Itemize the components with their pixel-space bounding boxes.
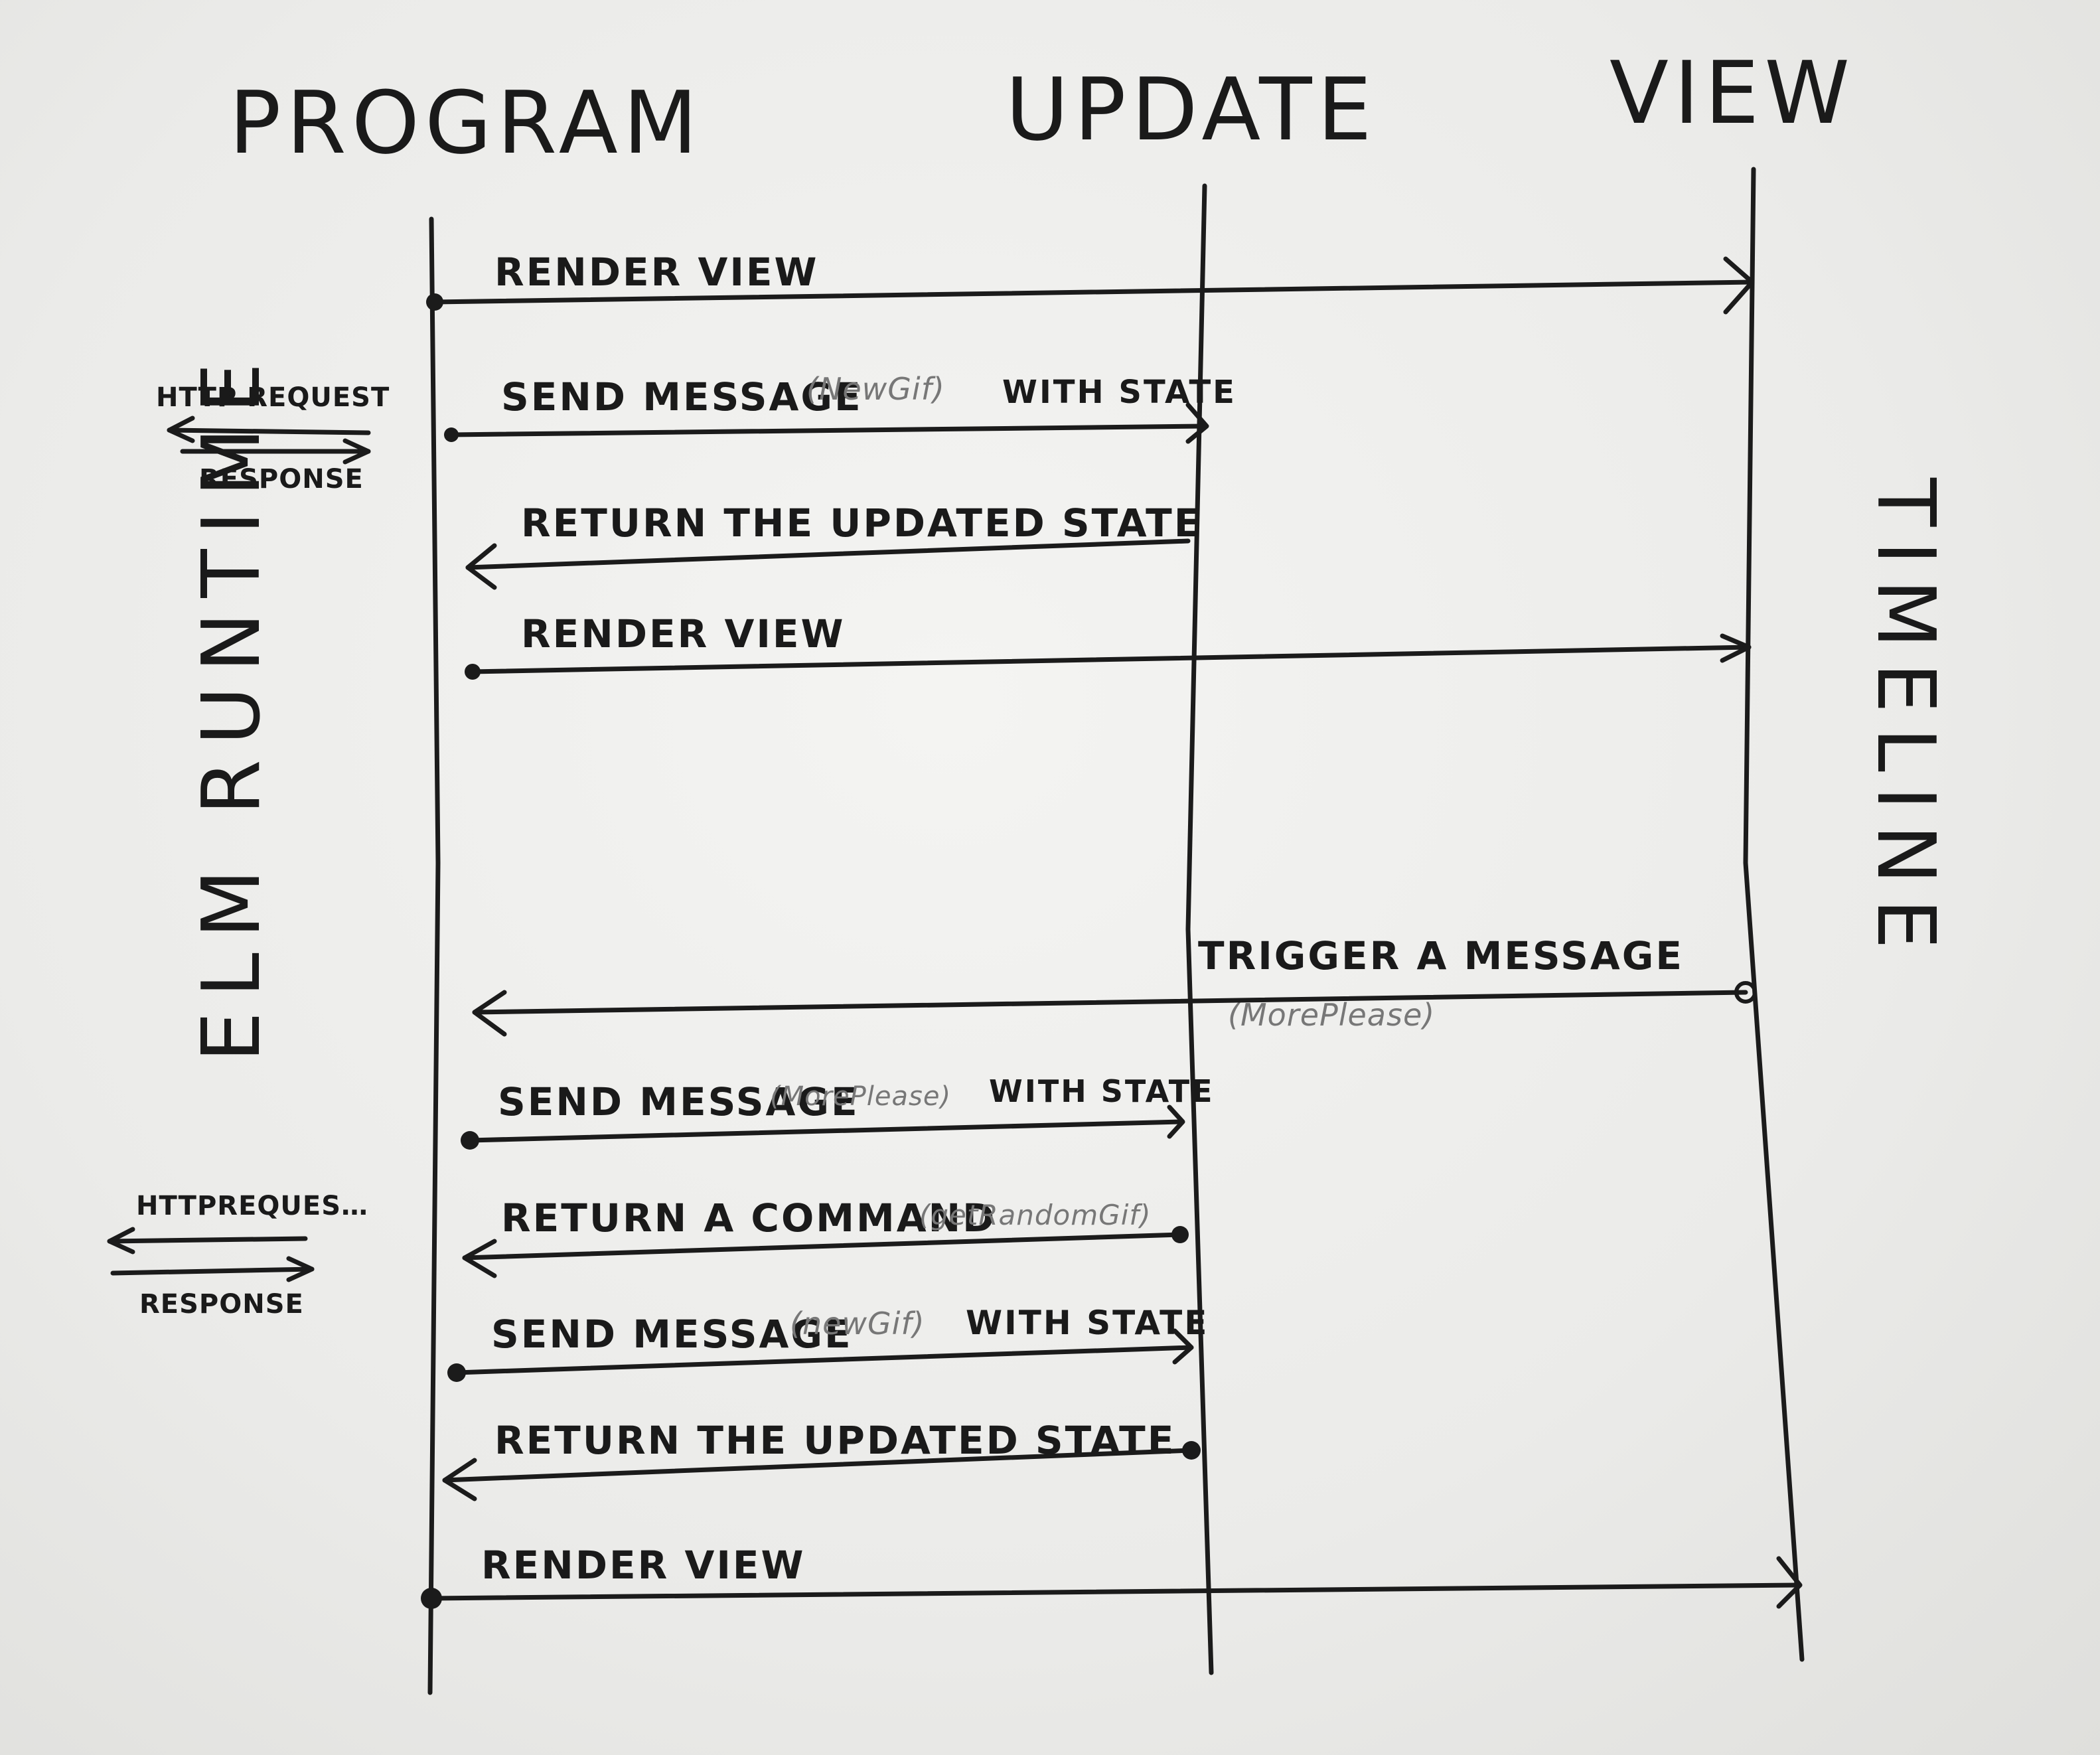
- message-origin-dot: [1171, 1226, 1189, 1243]
- message-origin-dot: [461, 1131, 479, 1150]
- message-label: SEND MESSAGE: [498, 1079, 860, 1124]
- message-arrowhead: [462, 1239, 497, 1278]
- http-request-label: HTTPREQUES…: [136, 1191, 368, 1221]
- response-label: RESPONSE: [199, 464, 364, 495]
- message-arrow: [467, 1119, 1184, 1143]
- message-label: SEND MESSAGE: [491, 1312, 853, 1357]
- message-origin-dot: [1734, 981, 1757, 1004]
- message-suffix: WITH STATE: [1002, 374, 1237, 411]
- message-label: SEND MESSAGE: [501, 374, 863, 420]
- message-arrowhead: [1723, 256, 1755, 315]
- response-label: RESPONSE: [139, 1289, 304, 1320]
- request-arrowhead: [107, 1227, 135, 1255]
- lifeline-title-view: VIEW: [1610, 42, 1855, 143]
- message-arrow: [449, 423, 1207, 437]
- message-label: RENDER VIEW: [494, 250, 819, 295]
- message-note: (MorePlease): [770, 1081, 951, 1112]
- message-note: (NewGif): [806, 371, 945, 407]
- message-origin-dot: [444, 427, 459, 442]
- message-origin-dot: [426, 293, 443, 311]
- message-label: RETURN A COMMAND: [501, 1195, 996, 1241]
- message-suffix: WITH STATE: [966, 1304, 1209, 1342]
- message-note: (newGif): [790, 1306, 925, 1341]
- response-arrow: [110, 1266, 315, 1276]
- message-arrowhead: [1172, 1328, 1194, 1365]
- http-note-1: HTTP REQUEST RESPONSE: [156, 382, 390, 495]
- message-arrow: [469, 645, 1752, 674]
- message-arrowhead: [1720, 633, 1752, 663]
- message-arrow: [432, 279, 1755, 305]
- request-arrowhead: [167, 416, 195, 443]
- message-label: TRIGGER A MESSAGE: [1198, 933, 1684, 978]
- elm-runtime-label: ELM RUNTIME: [186, 348, 278, 1062]
- message-suffix: WITH STATE: [989, 1073, 1215, 1109]
- message-origin-dot: [465, 664, 481, 680]
- message-arrowhead: [1776, 1556, 1803, 1609]
- message-arrowhead: [472, 990, 507, 1037]
- message-arrowhead: [465, 543, 497, 590]
- message-9: RETURN THE UPDATED STATE: [442, 1418, 1201, 1501]
- message-note: (MorePlease): [1228, 997, 1435, 1033]
- message-arrowhead: [442, 1458, 477, 1501]
- message-arrow: [472, 990, 1748, 1015]
- lifeline-program: [427, 216, 441, 1695]
- lifeline-view: [1743, 167, 1805, 1662]
- message-arrow: [462, 1232, 1183, 1260]
- message-7: RETURN A COMMAND (getRandomGif): [462, 1195, 1189, 1278]
- timeline-label: TIMELINE: [1859, 477, 1951, 964]
- http-request-label: HTTP REQUEST: [156, 382, 390, 413]
- message-arrow: [429, 1582, 1801, 1601]
- message-label: RETURN THE UPDATED STATE: [521, 500, 1202, 546]
- message-arrowhead: [1185, 402, 1209, 444]
- message-10: RENDER VIEW: [421, 1543, 1803, 1609]
- http-note-2: HTTPREQUES… RESPONSE: [107, 1191, 368, 1320]
- message-2: SEND MESSAGE (NewGif) WITH STATE: [444, 371, 1237, 444]
- lifeline-title-program: PROGRAM: [229, 72, 703, 173]
- message-origin-dot: [421, 1588, 442, 1609]
- message-arrow: [442, 1448, 1194, 1483]
- request-arrow: [107, 1236, 308, 1244]
- response-arrowhead: [286, 1256, 315, 1282]
- message-arrow: [465, 538, 1191, 570]
- message-label: RENDER VIEW: [521, 611, 846, 656]
- message-1: RENDER VIEW: [426, 250, 1755, 315]
- message-6: SEND MESSAGE (MorePlease) WITH STATE: [461, 1073, 1215, 1150]
- message-origin-dot: [1182, 1441, 1201, 1460]
- message-arrow: [454, 1345, 1194, 1375]
- message-label: RENDER VIEW: [481, 1543, 806, 1588]
- lifeline-title-update: UPDATE: [1006, 59, 1377, 160]
- message-note: (getRandomGif): [919, 1199, 1152, 1231]
- message-3: RETURN THE UPDATED STATE: [465, 500, 1202, 590]
- message-5: TRIGGER A MESSAGE (MorePlease): [472, 933, 1757, 1037]
- message-origin-dot: [447, 1363, 466, 1382]
- message-4: RENDER VIEW: [465, 611, 1752, 680]
- request-arrow: [167, 427, 371, 435]
- response-arrowhead: [342, 438, 371, 465]
- message-arrowhead: [1167, 1105, 1185, 1139]
- message-8: SEND MESSAGE (newGif) WITH STATE: [447, 1304, 1209, 1382]
